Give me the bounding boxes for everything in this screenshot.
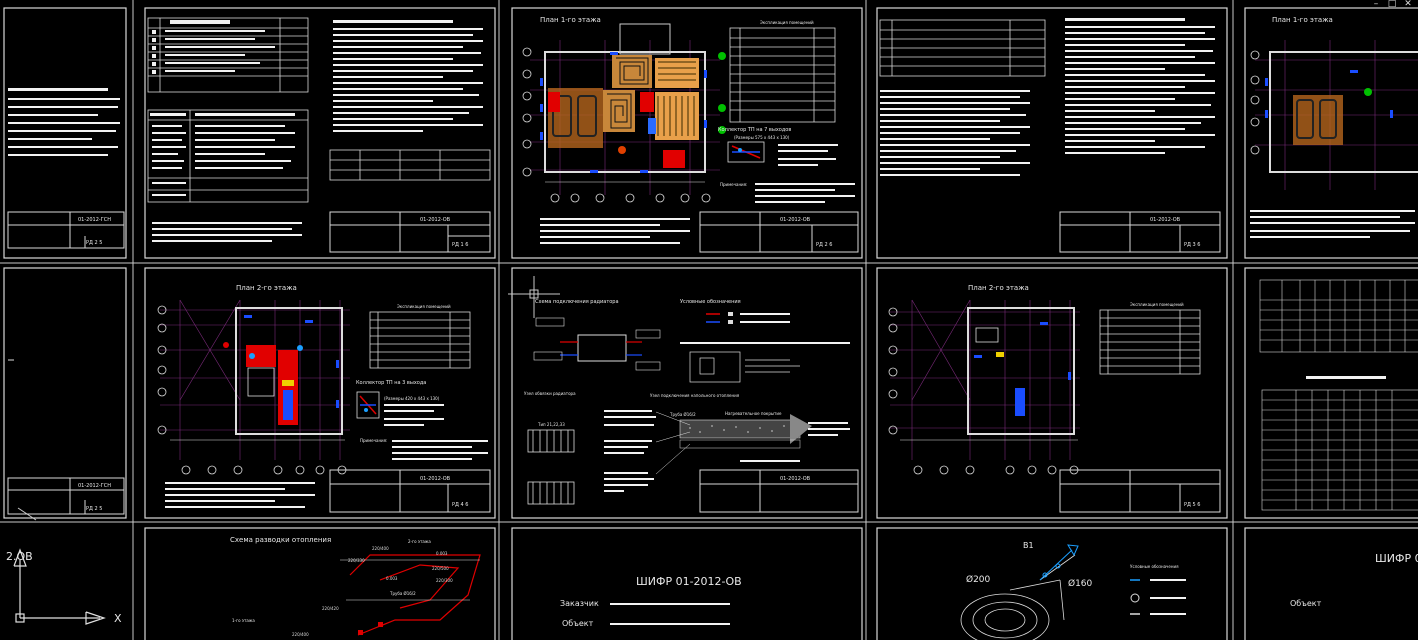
svg-text:220/500: 220/500 xyxy=(432,566,449,571)
ucs-code: 2.ОВ xyxy=(6,550,33,563)
ucs-x-label: X xyxy=(114,612,122,625)
scheme-radiator-title: Схема подключения радиатора xyxy=(535,299,619,305)
legend-title-2: Условные обозначения xyxy=(1130,564,1179,569)
spec-table-1 xyxy=(1259,279,1418,353)
rooms-table-title-3: Экспликация помещений xyxy=(1130,302,1184,307)
scheme-d1: Ø200 xyxy=(966,574,991,585)
plan1-title-b: План 1-го этажа xyxy=(1272,16,1333,24)
svg-text:РД 2 5: РД 2 5 xyxy=(86,240,102,246)
plan1-rooms-table xyxy=(729,27,836,123)
plan2b-rooms-table xyxy=(1099,309,1201,375)
plan2-title-b: План 2-го этажа xyxy=(968,284,1029,292)
sheet0-text xyxy=(8,88,120,156)
floor-detail xyxy=(679,414,812,449)
sheet1-table-top xyxy=(147,17,309,93)
svg-text:220/400: 220/400 xyxy=(292,632,309,637)
collector-detail-2 xyxy=(356,391,380,419)
collector-1: Коллектор ТП на 7 выходов xyxy=(718,127,791,133)
sheet1-stamp xyxy=(329,211,491,253)
svg-text:РД 1 6: РД 1 6 xyxy=(452,242,468,248)
detail-title: Узел подключения напольного отопления xyxy=(650,393,740,398)
svg-text:220/300: 220/300 xyxy=(436,578,453,583)
dims-2: (Размеры 420 х 443 х 130) xyxy=(384,396,440,401)
radiator-detail xyxy=(527,429,575,505)
code-tag-3: 01-2012-ОВ xyxy=(780,217,811,223)
sheet-frames xyxy=(3,7,1418,640)
riser-scheme xyxy=(349,554,481,636)
sheet3b-stamp xyxy=(1059,469,1221,513)
pipe-label: Труба Ø16/2 xyxy=(669,412,696,417)
floor-label-2: 2-го этажа xyxy=(408,539,431,544)
svg-text:РД 4 6: РД 4 6 xyxy=(452,502,468,508)
sheet2-stamp xyxy=(699,211,859,253)
notes-title-2: Примечания: xyxy=(360,438,387,443)
code-tag-6: 01-2012-ОВ xyxy=(420,476,451,482)
insulation-label: Нагревательное покрытие xyxy=(725,411,782,416)
collector-detail-1 xyxy=(727,141,765,163)
sheet2b-stamp xyxy=(699,469,859,513)
scheme-title: Схема разводки отопления xyxy=(230,536,331,544)
rooms-table-title-2: Экспликация помещений xyxy=(397,304,451,309)
svg-text:220/420: 220/420 xyxy=(322,606,339,611)
cover-code: ШИФР 01-2012-ОВ xyxy=(636,575,742,588)
svg-text:РД 5 6: РД 5 6 xyxy=(1184,502,1200,508)
svg-text:0.003: 0.003 xyxy=(436,551,448,556)
plan2-title: План 2-го этажа xyxy=(236,284,297,292)
plan1b-drawing xyxy=(1250,40,1418,190)
svg-text:220/400: 220/400 xyxy=(372,546,389,551)
sheet1-table-mid xyxy=(147,109,309,203)
plan2-drawing xyxy=(157,299,350,475)
sheet0b-stamp xyxy=(7,477,125,515)
floor-label-1: 1-го этажа xyxy=(232,618,255,623)
code-tag-5: 01-2012-ГСН xyxy=(78,483,111,489)
thermo-detail xyxy=(689,351,800,383)
cover-customer: Заказчик xyxy=(560,599,599,608)
notes-title-1: Примечания: xyxy=(720,182,747,187)
scheme-d2: Ø160 xyxy=(1068,578,1093,589)
plan2b-drawing xyxy=(888,299,1080,475)
plan1-title: План 1-го этажа xyxy=(540,16,601,24)
plan1-drawing xyxy=(522,23,726,203)
sheet1-right-text xyxy=(333,20,483,132)
code-tag-4: 01-2012-ОВ xyxy=(1150,217,1181,223)
sheet3-stamp xyxy=(1059,211,1221,253)
svg-text:Тип 21,22,33: Тип 21,22,33 xyxy=(537,422,565,427)
svg-text:РД 3 6: РД 3 6 xyxy=(1184,242,1200,248)
minimize-button[interactable]: – xyxy=(1373,0,1379,9)
sheet0-stamp xyxy=(7,211,125,249)
svg-text:220/330: 220/330 xyxy=(348,558,365,563)
cover-object-2: Объект xyxy=(1290,599,1322,608)
svg-text:РД 2 6: РД 2 6 xyxy=(816,242,832,248)
dims-1: (Размеры 575 х 443 х 130) xyxy=(734,135,790,140)
code-tag-7: 01-2012-ОВ xyxy=(780,476,811,482)
collector-2: Коллектор ТП на 3 выхода xyxy=(356,380,426,386)
code-tag-1: 01-2012-ГСН xyxy=(78,217,111,223)
cover-object: Объект xyxy=(562,619,594,628)
sheet3-table xyxy=(879,19,1046,77)
legend-title: Условные обозначения xyxy=(680,299,741,305)
legend xyxy=(706,312,790,324)
duct-scheme xyxy=(960,554,1076,640)
plan2-rooms-table xyxy=(369,311,471,369)
cover-code-short: ШИФР 01 xyxy=(1375,552,1418,565)
scheme-sheet-mark: В1 xyxy=(1023,541,1034,550)
pipe-label-2: Труба Ø16/2 xyxy=(389,591,416,596)
ucs-icon xyxy=(13,548,106,625)
maximize-button[interactable]: □ xyxy=(1387,0,1397,9)
code-tag-2: 01-2012-ОВ xyxy=(420,217,451,223)
svg-text:0.003: 0.003 xyxy=(386,576,398,581)
rooms-table-title-1: Экспликация помещений xyxy=(760,20,814,25)
sheet3-text xyxy=(880,18,1215,176)
sheet1-notes xyxy=(152,222,302,242)
svg-text:РД 2 5: РД 2 5 xyxy=(86,506,102,512)
close-button[interactable]: ✕ xyxy=(1404,0,1412,9)
radiator-scheme xyxy=(533,317,661,371)
sheet1b-stamp xyxy=(329,469,491,513)
svg-text:Узел обвязки радиатора: Узел обвязки радиатора xyxy=(524,391,576,396)
spec-table-2 xyxy=(1261,389,1418,511)
